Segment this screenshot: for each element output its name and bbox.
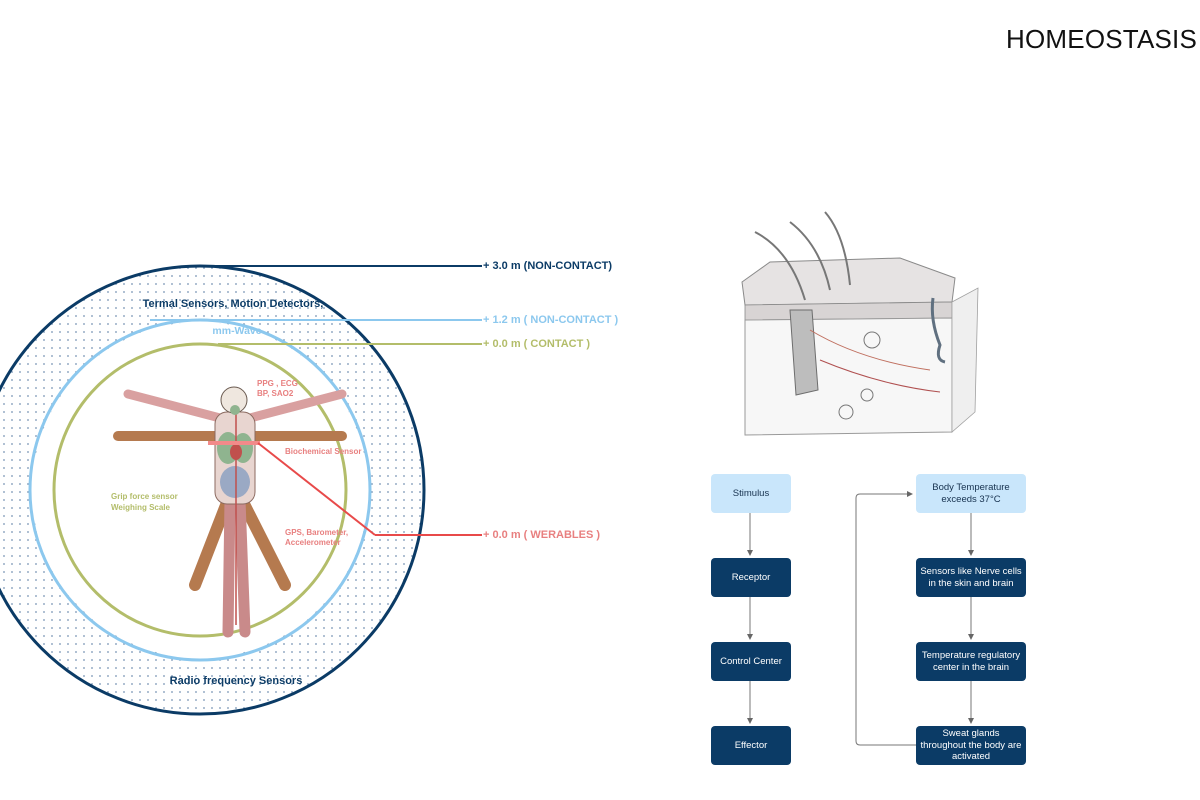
label-thermal-motion: Termal Sensors, Motion Detectors, (143, 298, 324, 310)
flow-box-control-center: Control Center (711, 642, 791, 681)
label-bp-sao2: BP, SAO2 (257, 389, 294, 398)
flow-box-effector: Effector (711, 726, 791, 765)
page-title: HOMEOSTASIS (1006, 24, 1197, 54)
label-biochemical: Biochemical Sensor (285, 447, 361, 456)
flow-box-regulatory-center: Temperature regulatory center in the bra… (916, 642, 1026, 681)
label-grip-force: Grip force sensor (111, 492, 178, 501)
human-figure-illustration (113, 386, 347, 638)
label-accelerometer: Accelerometer (285, 538, 341, 547)
zone-label-contact: + 0.0 m ( CONTACT ) (483, 338, 590, 350)
label-mm-wave: mm-Wave (212, 325, 261, 337)
sensor-zone-graphic: + 3.0 m (NON-CONTACT) + 1.2 m ( NON-CONT… (0, 260, 619, 716)
inner-circle-contact (52, 342, 348, 638)
flow-box-receptor: Receptor (711, 558, 791, 597)
flow-box-stimulus: Stimulus (711, 474, 791, 513)
zone-label-1-2m: + 1.2 m ( NON-CONTACT ) (483, 314, 619, 326)
wearables-leader-line (257, 442, 376, 536)
outer-circle-3m (0, 264, 426, 716)
label-ppg-ecg: PPG , ECG (257, 379, 298, 388)
label-weighing-scale: Weighing Scale (111, 503, 171, 512)
label-gps-barometer: GPS, Barometer, (285, 528, 348, 537)
label-radio-frequency: Radio frequency Sensors (170, 675, 303, 687)
skin-cross-section-illustration (741, 211, 979, 436)
flow-box-sweat-glands: Sweat glands throughout the body are act… (916, 726, 1026, 765)
flow-box-body-temperature: Body Temperature exceeds 37°C (916, 474, 1026, 513)
flow-box-nerve-sensors: Sensors like Nerve cells in the skin and… (916, 558, 1026, 597)
zone-label-3m: + 3.0 m (NON-CONTACT) (483, 260, 612, 272)
flowchart-connectors (747, 491, 974, 746)
zone-label-wearables: + 0.0 m ( WERABLES ) (483, 529, 600, 541)
